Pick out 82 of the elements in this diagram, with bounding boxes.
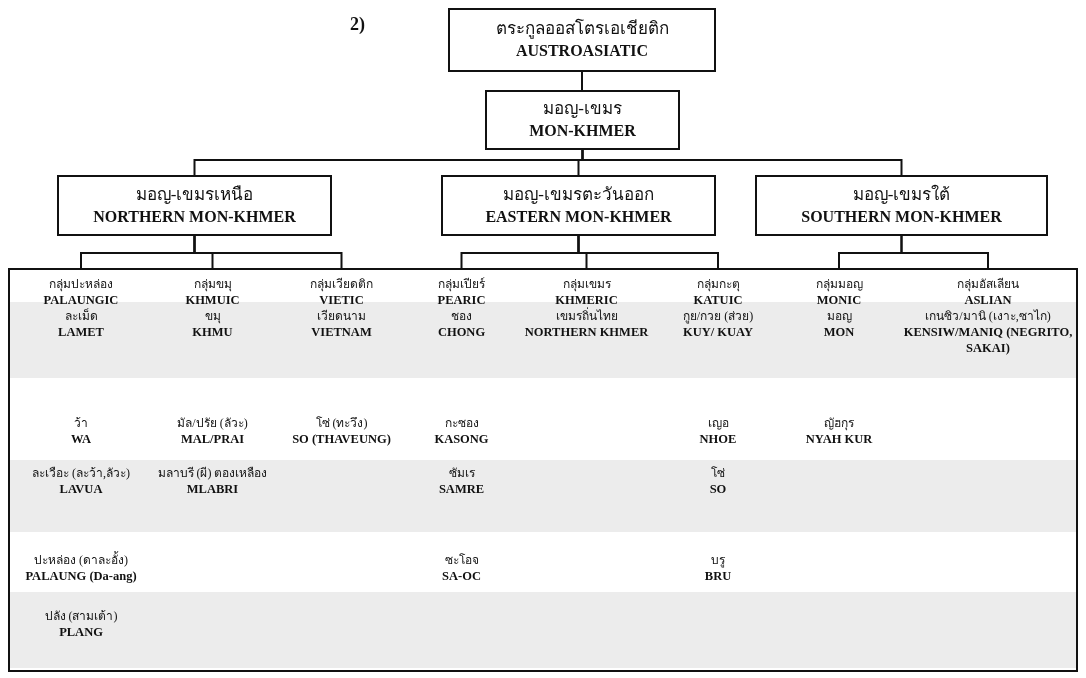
category-box (448, 8, 716, 72)
language-english-name: NYAH KUR (804, 431, 874, 447)
category-box (57, 175, 332, 236)
language-english-name: NORTHERN KHMER (523, 324, 650, 340)
language-thai-name: ซะโอจ (443, 552, 480, 568)
group-english-name: PALAUNGIC (42, 292, 120, 308)
language-english-name: NHOE (698, 431, 738, 447)
group-thai-name: กลุ่มมอญ (814, 276, 864, 292)
language-thai-name: บรู (710, 552, 726, 568)
language-thai-name: กะซอง (443, 415, 480, 431)
group-thai-name: กลุ่มอัสเลียน (956, 276, 1020, 292)
category-box (441, 175, 716, 236)
language-thai-name: มลาบรี (ผี) ตองเหลือง (156, 465, 269, 481)
language-english-name: SO (THAVEUNG) (291, 431, 392, 447)
language-thai-name: ซัมเร (447, 465, 476, 481)
group-english-name: MONIC (815, 292, 863, 308)
table-box (8, 268, 1078, 672)
language-thai-name: เกนซิว/มานิ (เงาะ,ซาไก) (924, 308, 1052, 324)
language-english-name: SAMRE (437, 481, 486, 497)
group-english-name: KATUIC (692, 292, 744, 308)
language-english-name: MAL/PRAI (179, 431, 246, 447)
language-english-name: CHONG (436, 324, 487, 340)
group-english-name: KHMUIC (184, 292, 241, 308)
thai-name: มอญ-เขมรเหนือ (134, 183, 255, 206)
language-thai-name: มัล/ปรัย (ลัวะ) (176, 415, 249, 431)
language-english-name: PALAUNG (Da-ang) (24, 568, 138, 584)
language-thai-name: เวียดนาม (316, 308, 367, 324)
language-english-name: SO (708, 481, 728, 497)
language-english-name: VIETNAM (310, 324, 373, 340)
language-english-name: LAVUA (58, 481, 104, 497)
language-english-name: WA (69, 431, 93, 447)
group-english-name: KHMERIC (554, 292, 619, 307)
english-name: SOUTHERN MON-KHMER (800, 206, 1003, 227)
language-thai-name: ปะหล่อง (ดาละอั้ง) (33, 552, 129, 568)
language-english-name: KHMU (191, 324, 234, 340)
english-name: AUSTROASIATIC (514, 41, 650, 61)
language-thai-name: ละเวือะ (ละว้า,ลัวะ) (31, 465, 131, 481)
language-thai-name: กูย/กวย (ส่วย) (681, 308, 755, 324)
language-thai-name: ขมุ (203, 308, 222, 324)
language-thai-name: เขมรถิ่นไทย (554, 308, 619, 324)
category-box (755, 175, 1048, 236)
language-thai-name: โซ่ (ทะวึง) (314, 415, 369, 431)
category-box (485, 90, 680, 150)
thai-name: มอญ-เขมรตะวันออก (502, 183, 655, 206)
group-english-name: PEARIC (436, 292, 487, 308)
language-thai-name: ว้า (73, 415, 89, 431)
language-thai-name: เญอ (706, 415, 730, 431)
group-thai-name: กลุ่มกะตุ (695, 276, 741, 292)
english-name: NORTHERN MON-KHMER (92, 206, 297, 227)
connector-line (193, 235, 343, 269)
language-english-name: MON (822, 324, 856, 340)
language-thai-name: โซ่ (710, 465, 726, 481)
thai-name: ตระกูลออสโตรเอเชียติก (494, 18, 670, 40)
language-english-name: LAMET (57, 324, 105, 340)
language-english-name: KENSIW/MANIQ (NEGRITO, SAKAI) (902, 324, 1074, 356)
connector-line (900, 235, 989, 269)
group-thai-name: กลุ่มปะหล่อง (48, 276, 114, 292)
connector-line (581, 71, 583, 91)
language-english-name: PLANG (58, 624, 104, 640)
group-thai-name: กลุ่มเขมร (561, 276, 612, 292)
language-thai-name: ละเม็ด (63, 308, 99, 324)
language-english-name: MLABRI (185, 481, 240, 497)
group-english-name: ASLIAN (963, 292, 1013, 308)
language-thai-name: ปลัง (สามเต้า) (43, 608, 119, 624)
thai-name: มอญ-เขมรใต้ (851, 183, 952, 206)
language-thai-name: ชอง (450, 308, 473, 324)
language-english-name: SA-OC (441, 568, 482, 584)
group-english-name: VIETIC (318, 292, 365, 308)
language-thai-name: ญัฮกุร (823, 415, 855, 431)
connector-line (581, 149, 903, 176)
english-name: MON-KHMER (528, 121, 637, 141)
thai-name: มอญ-เขมร (542, 98, 623, 120)
english-name: EASTERN MON-KHMER (484, 206, 673, 227)
group-thai-name: กลุ่มเวียดติก (309, 276, 374, 292)
group-thai-name: กลุ่มเปียร์ (437, 276, 486, 292)
figure-number: 2) (350, 14, 365, 35)
language-english-name: KUY/ KUAY (681, 324, 754, 340)
connector-line (577, 235, 719, 269)
language-thai-name: มอญ (825, 308, 853, 324)
group-thai-name: กลุ่มขมุ (192, 276, 233, 292)
language-english-name: KASONG (433, 431, 490, 447)
language-english-name: BRU (703, 568, 733, 584)
